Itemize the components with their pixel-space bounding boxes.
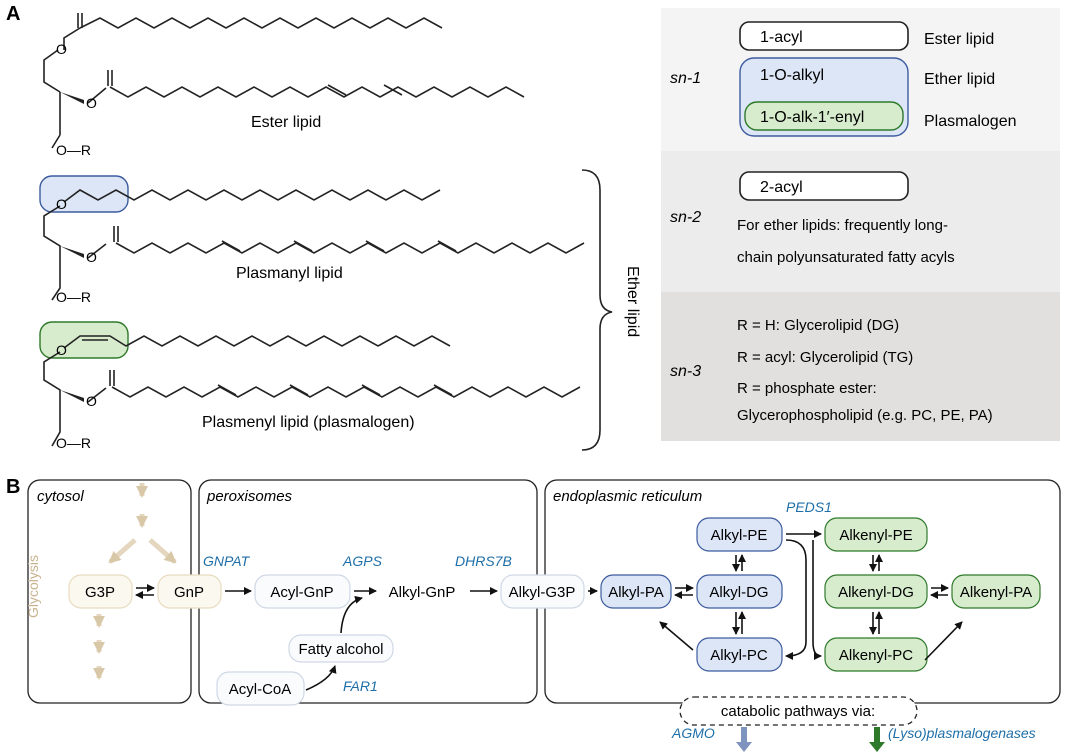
sn1-alkenyl-box	[744, 101, 904, 131]
sn3-line3: R = phosphate ester:	[737, 380, 877, 397]
catabolic-label: catabolic pathways via:	[721, 703, 875, 720]
gnpat-enzyme: GNPAT	[203, 553, 251, 569]
reaction-arrows	[135, 530, 963, 691]
alkenyl-pe-label: Alkenyl-PE	[839, 527, 912, 544]
sn3-line4: Glycerophospholipid (e.g. PC, PE, PA)	[737, 407, 993, 424]
panel-b-label: B	[6, 476, 20, 498]
alkyl-gnp-label: Alkyl-GnP	[389, 584, 456, 601]
wedge-bond	[60, 246, 84, 258]
panel-a-label: A	[6, 3, 20, 25]
sn1-acyl-text: 1-acyl	[760, 29, 803, 46]
plasmalogenase-arrow-head	[869, 742, 885, 752]
dhrs7b-enzyme: DHRS7B	[455, 553, 512, 569]
alkyl-g3p-node	[500, 574, 585, 609]
acyl-gnp-label: Acyl-GnP	[270, 584, 333, 601]
sn1-acyl-box	[739, 21, 909, 51]
alkenyl-dg-label: Alkenyl-DG	[838, 584, 914, 601]
alkyl-g3p-label: Alkyl-G3P	[509, 584, 576, 601]
er-label: endoplasmic reticulum	[553, 488, 702, 505]
gnp-node	[157, 574, 222, 609]
alkenyl-dg-node	[824, 574, 928, 609]
ester-lipid-label: Ester lipid	[251, 114, 321, 131]
fatty-alcohol-label: Fatty alcohol	[298, 641, 383, 658]
alkenyl-pa-label: Alkenyl-PA	[960, 584, 1032, 601]
plasmanyl-lipid-structure	[43, 189, 585, 301]
sn3-line2: R = acyl: Glycerolipid (TG)	[737, 349, 913, 366]
alkyl-dg-label: Alkyl-DG	[709, 584, 768, 601]
fatty-alcohol-node	[288, 634, 394, 663]
plasmanyl-lipid-label: Plasmanyl lipid	[236, 265, 343, 282]
peds1-enzyme: PEDS1	[786, 499, 832, 515]
sn2-label: sn-2	[670, 209, 701, 226]
ester-lipid-structure	[43, 13, 525, 149]
sn1-label: sn-1	[670, 70, 701, 87]
catabolic-pathways-box	[679, 696, 918, 726]
g3p-label: G3P	[85, 584, 115, 601]
agmo-arrow-head	[736, 742, 752, 752]
oxygen-atom: O	[56, 196, 67, 212]
acyl-gnp-node	[254, 574, 351, 609]
plasmalogenases-enzyme: (Lyso)plasmalogenases	[888, 725, 1036, 741]
far1-enzyme: FAR1	[343, 678, 378, 694]
alkyl-pe-node	[696, 517, 783, 552]
alkyl-pa-node	[600, 574, 672, 609]
alkenyl-pc-label: Alkenyl-PC	[839, 647, 913, 664]
alkyl-pc-node	[696, 637, 783, 672]
sn1-alkyl-highlight	[39, 175, 129, 213]
sn3-row	[661, 292, 1060, 441]
g3p-node	[68, 574, 133, 609]
sn3-line1: R = H: Glycerolipid (DG)	[737, 317, 899, 334]
ether-lipid-brace	[581, 169, 613, 451]
agps-enzyme: AGPS	[342, 553, 383, 569]
plasmenyl-or-group: O—R	[56, 435, 91, 451]
glycolysis-arrows	[93, 483, 177, 680]
acyl-coa-node	[216, 671, 305, 706]
acyl-coa-label: Acyl-CoA	[229, 681, 292, 698]
alkyl-pe-label: Alkyl-PE	[711, 527, 768, 544]
plasmenyl-lipid-structure	[43, 335, 581, 447]
alkenyl-pa-node	[951, 574, 1041, 609]
sn3-label: sn-3	[670, 363, 701, 380]
peroxisomes-label: peroxisomes	[206, 488, 293, 505]
sn2-text-line1: For ether lipids: frequently long-	[737, 217, 948, 234]
plasmenyl-lipid-label: Plasmenyl lipid (plasmalogen)	[202, 414, 415, 431]
glycolysis-label: Glycolysis	[25, 555, 41, 618]
plasmanyl-or-group: O—R	[56, 289, 91, 305]
oxygen-atom: O	[56, 342, 67, 358]
alkenyl-pc-node	[824, 637, 928, 672]
alkyl-pc-label: Alkyl-PC	[710, 647, 768, 664]
oxygen-atom: O	[56, 41, 67, 57]
cytosol-label: cytosol	[37, 488, 84, 505]
alkyl-pa-label: Alkyl-PA	[608, 584, 664, 601]
sn2-text-line2: chain polyunsaturated fatty acyls	[737, 249, 955, 266]
oxygen-atom: O	[86, 249, 97, 265]
sn1-ether-type: Ether lipid	[924, 71, 995, 88]
sn1-ester-type: Ester lipid	[924, 31, 994, 48]
sn1-alkenyl-text: 1-O-alk-1′-enyl	[760, 109, 864, 126]
sn1-alkyl-text: 1-O-alkyl	[760, 67, 824, 84]
oxygen-atom: O	[86, 95, 97, 111]
gnp-label: GnP	[174, 584, 204, 601]
alkenyl-pe-node	[824, 517, 928, 552]
sn2-acyl-box	[739, 171, 909, 201]
wedge-bond	[60, 390, 84, 402]
ester-or-group: O—R	[56, 142, 91, 158]
alkyl-dg-node	[696, 574, 783, 609]
oxygen-atom: O	[86, 393, 97, 409]
sn1-plasmalogen-type: Plasmalogen	[924, 113, 1017, 130]
ether-lipid-bracket-label: Ether lipid	[624, 266, 641, 337]
wedge-bond	[60, 92, 84, 104]
agmo-enzyme: AGMO	[671, 725, 715, 741]
sn2-acyl-text: 2-acyl	[760, 179, 803, 196]
